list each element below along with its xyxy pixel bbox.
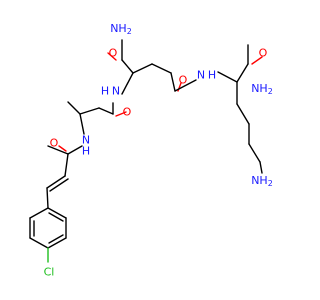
bond	[48, 234, 64, 244]
oxygen-label: O	[109, 47, 118, 60]
bond	[79, 113, 85, 135]
bond	[174, 79, 197, 92]
bond	[58, 145, 67, 152]
bond	[259, 161, 263, 174]
nitrogen-label: N	[112, 85, 120, 98]
bond	[236, 63, 249, 83]
bond	[46, 187, 49, 209]
bond	[46, 175, 66, 189]
chlorine-label: Cl	[44, 266, 55, 279]
bond	[121, 59, 134, 74]
oxygen-label: O	[179, 74, 188, 87]
bond	[29, 207, 49, 219]
bond	[132, 63, 153, 74]
bond	[79, 107, 100, 115]
bond	[67, 101, 81, 115]
bond	[49, 178, 69, 192]
bonds	[29, 39, 263, 263]
amide-nh2-label: NH2	[110, 22, 132, 36]
bond	[47, 207, 67, 219]
bond	[47, 237, 67, 249]
nitrogen-label: N	[82, 134, 90, 147]
amide-nh2-label: NH2	[251, 82, 273, 96]
oxygen-label: O	[50, 137, 59, 150]
bond	[236, 103, 250, 125]
atom-labels: NH2 O N H N H NH2 O O N H O O NH2 Cl	[44, 22, 273, 279]
hydrogen-label: H	[82, 145, 90, 158]
bond	[151, 63, 172, 74]
nitrogen-label: N	[197, 69, 205, 82]
bond	[217, 71, 238, 83]
bond	[121, 72, 134, 95]
bond	[248, 143, 261, 163]
bond	[29, 237, 49, 249]
amine-nh2-label: NH2	[251, 174, 273, 188]
bond	[170, 72, 176, 92]
bond	[115, 111, 127, 117]
molecule-structure-diagram: NH2 O N H N H NH2 O O N H O O NH2 Cl	[29, 22, 273, 279]
hydrogen-label: H	[101, 85, 109, 98]
oxygen-label: O	[259, 47, 268, 60]
bond	[64, 153, 69, 177]
bond	[107, 52, 117, 61]
bond	[67, 145, 83, 155]
hydrogen-label: H	[208, 69, 216, 82]
bond	[251, 56, 263, 65]
bond	[98, 107, 114, 115]
bond	[48, 212, 64, 222]
bond	[47, 145, 69, 155]
oxygen-label: O	[123, 106, 132, 119]
